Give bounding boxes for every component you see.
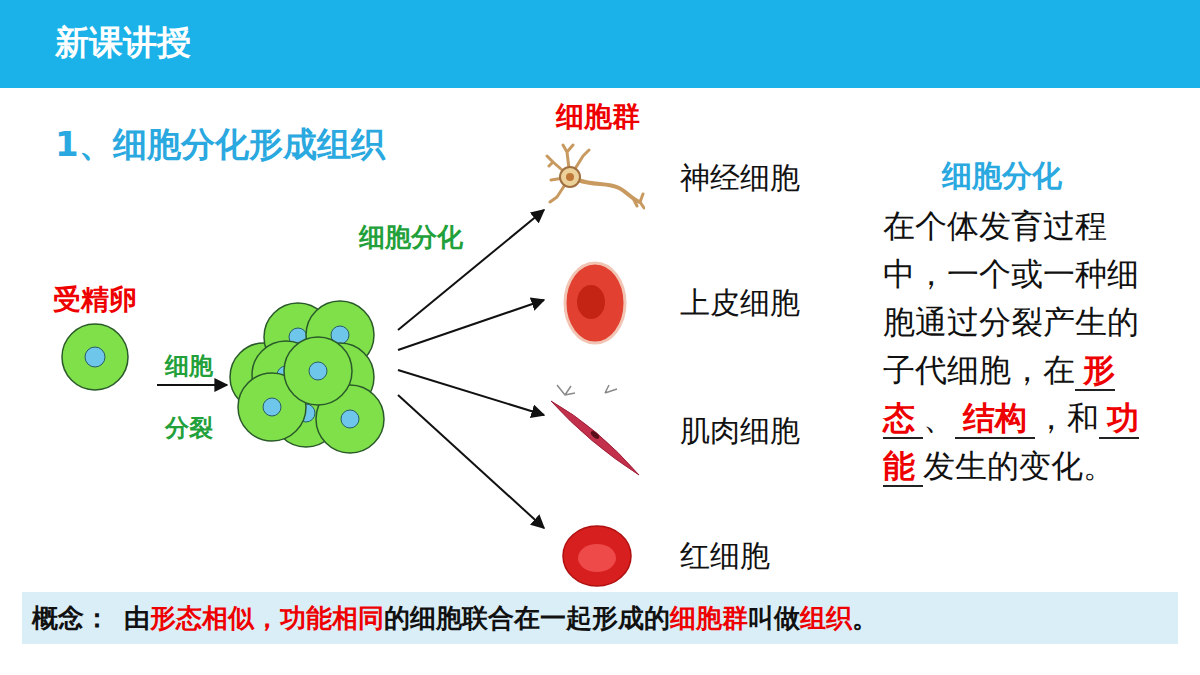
definition-text: 和 <box>1067 399 1099 437</box>
blank-answer: 结构 <box>955 399 1035 439</box>
cell-name: 神经细胞 <box>680 158 800 199</box>
epi-picture <box>545 258 645 348</box>
cell-name: 上皮细胞 <box>680 283 800 324</box>
red-blood-cell: 红细胞 <box>545 521 774 591</box>
definition-text: 、 <box>923 399 955 437</box>
cell-cluster <box>228 295 398 465</box>
muscle-picture <box>545 383 645 478</box>
concept-bar: 概念： 由形态相似，功能相同的细胞联合在一起形成的细胞群叫做组织。 <box>22 592 1178 644</box>
definition-heading: 细胞分化 <box>942 156 1062 197</box>
concept-text: 。 <box>852 603 878 633</box>
concept-keyword: 组织 <box>800 603 852 633</box>
concept-text: 由 <box>124 603 150 633</box>
definition-text: ， <box>1035 399 1067 437</box>
zygote-cell: 受精卵 <box>33 282 157 394</box>
definition-text: 在个体发育过程中，一个或一种细胞通过分裂产生的子代细胞，在形态、结构，和功能发生… <box>883 202 1145 490</box>
cluster-shape <box>228 295 398 465</box>
section-heading: 1、细胞分化形成组织 <box>55 122 385 168</box>
cell-name: 肌肉细胞 <box>680 410 800 451</box>
definition-text: 发生的变化。 <box>923 447 1115 485</box>
rbc-picture <box>545 521 645 591</box>
slide-title: 新课讲授 <box>55 20 191 66</box>
concept-text: 的细胞联合在一起形成的 <box>384 603 670 633</box>
edge-label: 细胞 分裂 <box>162 335 216 459</box>
neuron-picture <box>545 142 645 214</box>
concept-keyword: 形态相似，功能相同 <box>150 603 384 633</box>
epithelial-cell: 上皮细胞 <box>545 258 804 348</box>
arrow-connector <box>398 300 544 350</box>
cell-shape <box>58 320 132 394</box>
concept-label: 概念： <box>32 603 110 633</box>
concept-text: 叫做 <box>748 603 800 633</box>
arrow-connector <box>157 384 227 386</box>
muscle-cell: 肌肉细胞 <box>545 383 804 478</box>
group-heading: 细胞群 <box>556 98 640 136</box>
concept-keyword: 细胞群 <box>670 603 748 633</box>
edge-label: 细胞分化 <box>356 220 466 254</box>
arrow-connector <box>398 395 544 528</box>
nerve-cell: 神经细胞 <box>545 142 804 214</box>
cell-name: 红细胞 <box>680 536 770 577</box>
node-heading: 受精卵 <box>33 282 157 318</box>
arrow-connector <box>398 370 544 415</box>
